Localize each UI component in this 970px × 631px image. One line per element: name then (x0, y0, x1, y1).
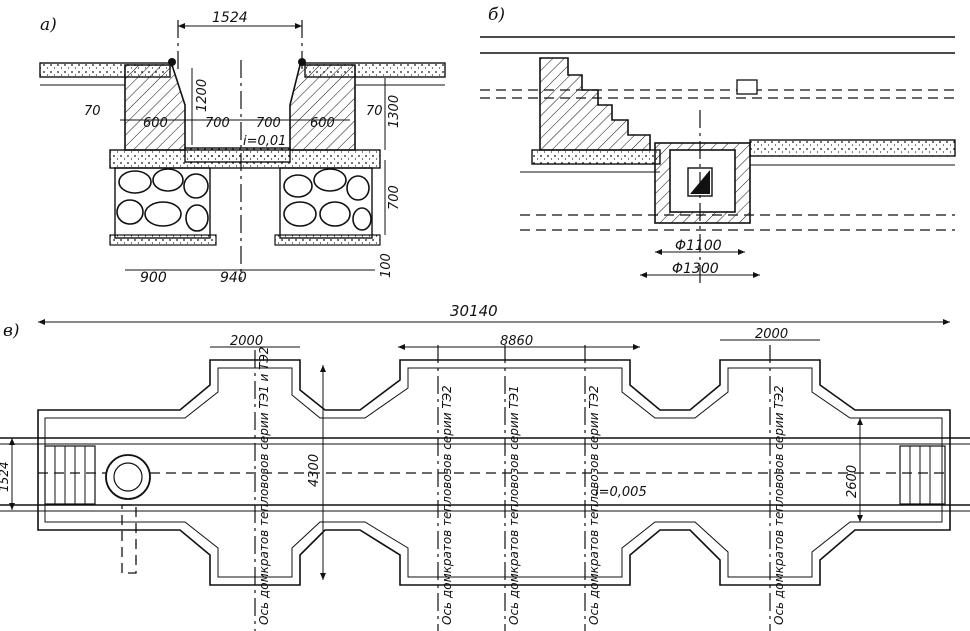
axis-label-1: Ось домкратов тепловозов серии ТЭ1 и ТЭ2 (257, 347, 271, 625)
dim-1200: 1200 (195, 79, 210, 112)
panel-a: а) (39, 10, 446, 286)
rail-left (168, 58, 176, 66)
rubble-right (279, 167, 373, 239)
drain-pipe (121, 504, 137, 574)
dim-600-right: 600 (310, 116, 335, 131)
panel-a-label: а) (40, 15, 57, 35)
steps-left (44, 445, 96, 505)
panel-c-label: в) (3, 321, 20, 341)
dim-4300: 4300 (307, 454, 322, 487)
dim-900: 900 (140, 270, 167, 286)
dim-phi1300: Φ1300 (672, 261, 719, 277)
slab-b-left (531, 149, 661, 165)
dim-700-right: 700 (256, 116, 281, 131)
dim-940: 940 (220, 270, 247, 286)
dim-700-vertical: 700 (387, 185, 402, 210)
steps-right (899, 445, 946, 505)
slope-a: i=0,01 (243, 134, 286, 149)
stepped-wall (539, 57, 651, 151)
pit-inner-outline (44, 367, 943, 578)
axis-label-3: Ось домкратов тепловозов серии ТЭ1 (507, 385, 521, 625)
dim-2000-left: 2000 (230, 334, 263, 349)
slab-b-right (749, 139, 956, 157)
axis-label-4: Ось домкратов тепловозов серии ТЭ2 (587, 385, 601, 625)
pit-outline (37, 359, 951, 586)
wall-left (124, 64, 186, 151)
foundation-slab (109, 149, 381, 169)
dim-8860: 8860 (500, 334, 533, 349)
wall-right (289, 64, 356, 151)
dim-70-right: 70 (366, 104, 383, 119)
dim-top-span: 1524 (212, 10, 248, 26)
dim-600-left: 600 (143, 116, 168, 131)
panel-b: б) Φ1100 Φ1300 (480, 5, 956, 285)
dim-total: 30140 (450, 302, 498, 320)
well-plan-inner (113, 462, 143, 492)
axis-label-5: Ось домкратов тепловозов серии ТЭ2 (772, 385, 786, 625)
jack-symbol (736, 79, 758, 95)
dim-2600: 2600 (845, 465, 860, 498)
axis-label-2: Ось домкратов тепловозов серии ТЭ2 (440, 385, 454, 625)
rubble-left (114, 167, 211, 239)
base-left (109, 234, 217, 246)
dim-100: 100 (379, 253, 394, 278)
dim-2000-right: 2000 (755, 327, 788, 342)
base-right (274, 234, 381, 246)
dim-phi1100: Φ1100 (675, 238, 722, 254)
dim-gauge: 1524 (0, 461, 11, 492)
dim-70-left: 70 (84, 104, 101, 119)
panel-b-label: б) (488, 5, 505, 25)
panel-c: в) 30140 2000 2000 8860 (0, 302, 970, 631)
dim-1300: 1300 (387, 95, 402, 128)
dim-700-left: 700 (205, 116, 230, 131)
slope-c: i=0,005 (595, 485, 647, 500)
